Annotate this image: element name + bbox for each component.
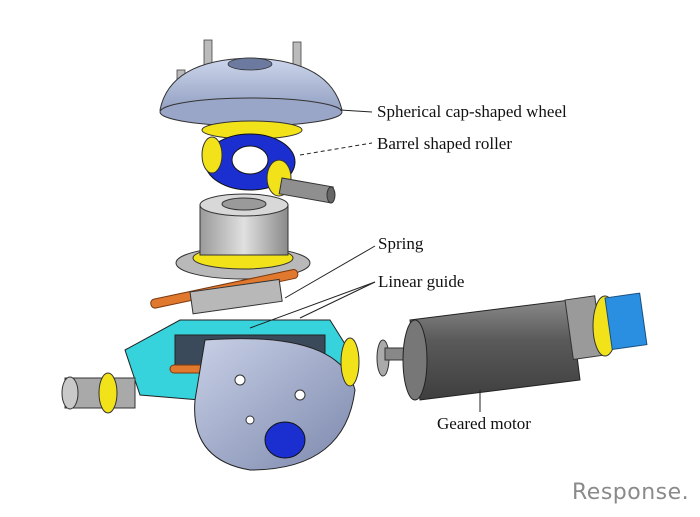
geared-motor — [340, 292, 648, 401]
barrel-roller — [201, 133, 336, 204]
springs-linear-guide — [150, 269, 299, 315]
label-spring: Spring — [378, 234, 424, 253]
spherical-shell — [194, 338, 356, 471]
watermark-logo: Response. — [572, 480, 690, 505]
leader-lines — [249, 109, 481, 412]
label-linear-guide: Linear guide — [378, 272, 465, 291]
label-spherical-cap-wheel: Spherical cap-shaped wheel — [377, 102, 567, 121]
spherical-cap-wheel — [159, 39, 343, 140]
label-geared-motor: Geared motor — [437, 414, 531, 433]
label-barrel-roller: Barrel shaped roller — [377, 134, 512, 153]
hub-flange — [175, 193, 311, 280]
left-shaft — [61, 372, 136, 414]
